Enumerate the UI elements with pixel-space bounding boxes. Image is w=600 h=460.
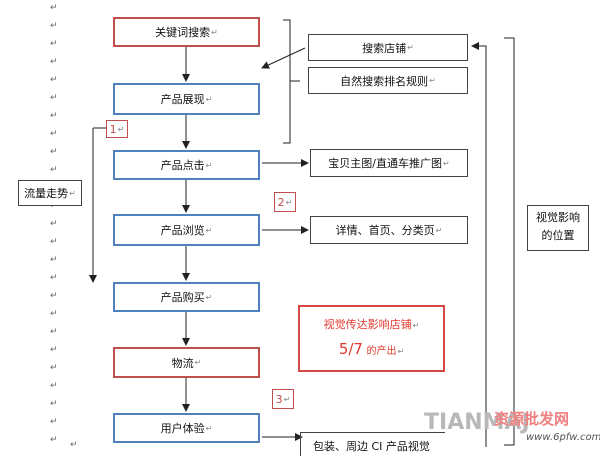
- paragraph-mark: ↵: [50, 255, 58, 265]
- paragraph-mark: ↵: [50, 399, 58, 409]
- paragraph-mark: ↵: [50, 93, 58, 103]
- visual-feedback-line: [471, 42, 487, 447]
- paragraph-mark: ↵: [50, 75, 58, 85]
- logistics-box: 物流↵: [113, 347, 260, 378]
- paragraph-mark: ↵: [50, 201, 58, 211]
- bracket-visual-position: [504, 37, 515, 446]
- paragraph-mark: ↵: [50, 3, 58, 13]
- main-image-box: 宝贝主图/直通车推广图↵: [310, 149, 468, 177]
- paragraph-mark: ↵: [50, 363, 58, 373]
- step-number-1: 1↵: [106, 120, 128, 138]
- paragraph-mark: ↵: [50, 417, 58, 427]
- arrow-search-shop: [261, 47, 306, 69]
- traffic-trend-label: 流量走势↵: [18, 180, 82, 206]
- product-display-box: 产品展现↵: [113, 83, 260, 115]
- packaging-box: 包装、周边 CI 产品视觉: [300, 432, 445, 456]
- paragraph-mark: ↵: [50, 309, 58, 319]
- step-number-2: 2↵: [274, 192, 296, 212]
- paragraph-mark: ↵: [50, 111, 58, 121]
- natural-rank-box: 自然搜索排名规则↵: [308, 67, 468, 94]
- product-click-box: 产品点击↵: [113, 150, 260, 180]
- user-experience-box: 用户体验↵: [113, 413, 260, 443]
- search-shop-box: 搜索店铺↵: [308, 34, 468, 61]
- paragraph-mark: ↵: [50, 219, 58, 229]
- paragraph-mark: ↵: [50, 291, 58, 301]
- detail-pages-box: 详情、首页、分类页↵: [310, 216, 468, 244]
- paragraph-mark: ↵: [50, 381, 58, 391]
- paragraph-mark: ↵: [50, 273, 58, 283]
- product-purchase-box: 产品购买↵: [113, 282, 260, 312]
- paragraph-mark: ↵: [50, 39, 58, 49]
- paragraph-mark: ↵: [50, 21, 58, 31]
- paragraph-mark: ↵: [50, 147, 58, 157]
- paragraph-mark: ↵: [50, 57, 58, 67]
- paragraph-mark: ↵: [50, 435, 58, 445]
- paragraph-marks-column: ↵ ↵ ↵ ↵ ↵ ↵ ↵ ↵ ↵ ↵ ↵ ↵ ↵ ↵ ↵ ↵ ↵ ↵ ↵ ↵ …: [50, 0, 60, 460]
- visual-impact-note: 视觉传达影响店铺↵ 5/7 的产出↵: [298, 305, 445, 372]
- product-browse-box: 产品浏览↵: [113, 214, 260, 246]
- paragraph-mark: ↵: [70, 440, 78, 450]
- paragraph-mark: ↵: [50, 237, 58, 247]
- paragraph-mark: ↵: [50, 345, 58, 355]
- paragraph-mark: ↵: [50, 327, 58, 337]
- watermark-logo: TIANMAJ 资源批发网 www.6pfw.com: [424, 410, 600, 443]
- paragraph-mark: ↵: [50, 129, 58, 139]
- step-number-3: 3↵: [272, 389, 294, 409]
- bracket-search-group: [283, 19, 291, 144]
- keyword-search-box: 关键词搜索↵: [113, 17, 260, 47]
- paragraph-mark: ↵: [50, 165, 58, 175]
- visual-position-label: 视觉影响 的位置: [527, 205, 589, 251]
